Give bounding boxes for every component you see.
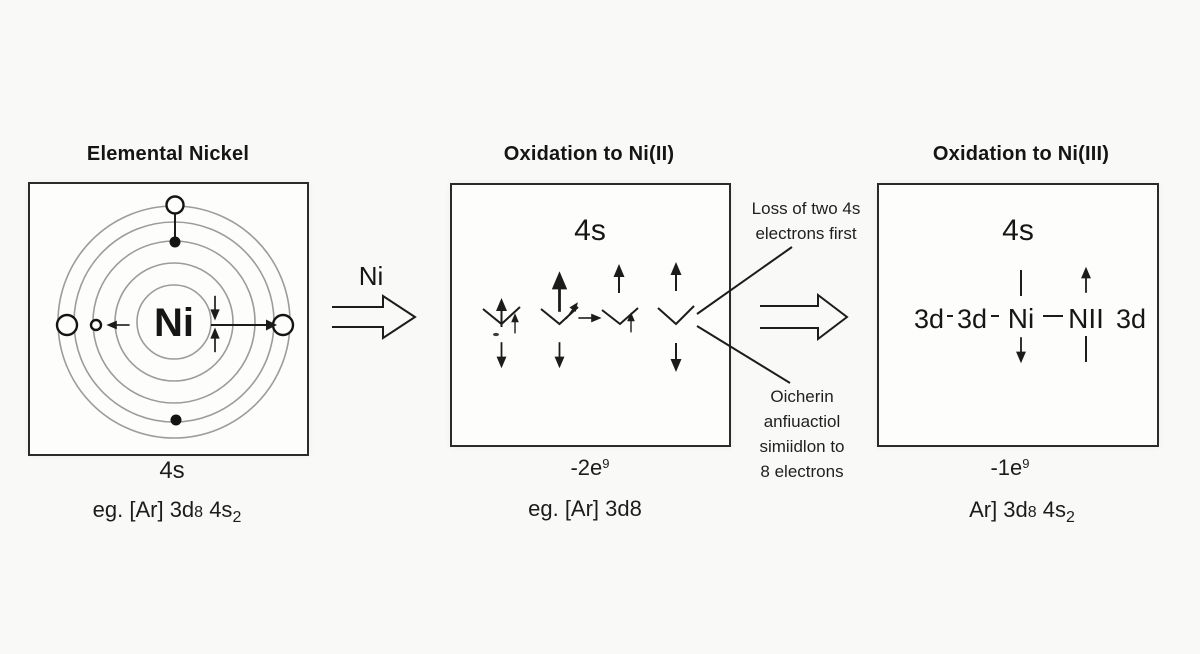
title-elemental-nickel: Elemental Nickel [86, 143, 250, 165]
caption-right-loss: -1e9 [900, 455, 1120, 481]
svg-text:3d: 3d [957, 304, 987, 334]
note-line: Oicherin [770, 387, 834, 406]
panel-oxidation-ni2: 4s [450, 183, 731, 447]
electron-bottom [170, 414, 182, 426]
config-sub: 8 [194, 504, 204, 521]
outside-3d-label: 3d [1116, 304, 1146, 334]
panel-elemental-nickel: Ni [28, 182, 309, 456]
caption-left-4s: 4s [159, 457, 185, 484]
note-loss-of-electrons: Loss of two 4s electrons first [751, 199, 861, 243]
orbital-box-3 [601, 263, 639, 334]
config-sub: 2 [232, 509, 242, 526]
config-sub: 2 [1066, 509, 1075, 526]
box-3d-1: 3d [914, 304, 944, 334]
panel-oxidation-ni3: 4s 3d 3d Ni NII [877, 183, 1159, 447]
spin-up-icon [209, 326, 221, 354]
loss-sup: 9 [1022, 456, 1030, 471]
open-arrow-right-icon-2 [760, 292, 849, 342]
note-line: simiidlon to [759, 437, 845, 456]
caption-left-config: eg. [Ar] 3d8 4s2 [57, 497, 277, 527]
transition-ni-label: Ni [358, 261, 384, 291]
bohr-model-icon: Ni [55, 195, 295, 439]
caption-middle-loss: -2e9 [480, 455, 700, 481]
caption-right-config: Ar] 3d8 4s2 [912, 497, 1132, 527]
svg-text:NII: NII [1068, 303, 1104, 334]
config-text: 4s [1036, 497, 1067, 522]
loss-text: -1e [990, 455, 1023, 480]
orbital-4s-label: 4s [1002, 214, 1034, 247]
open-arrow-right-icon-1 [332, 294, 417, 340]
box-3d-2: 3d [957, 304, 987, 334]
config-text: 4s [203, 497, 233, 522]
orbital-box-2 [540, 269, 582, 370]
nucleus-label: Ni [154, 301, 194, 345]
box-nii: NII [1068, 265, 1104, 362]
loss-text: -2e [570, 455, 603, 480]
orbital-diagram-ni2: 4s [482, 214, 695, 373]
electron-right-group [211, 313, 295, 337]
svg-text:3d: 3d [914, 304, 944, 334]
note-line: anfiuactiol [763, 412, 841, 431]
spin-down-icon [209, 294, 221, 322]
electron-top [165, 195, 185, 248]
loss-sup: 9 [602, 456, 610, 471]
note-line: 8 electrons [760, 462, 844, 481]
config-sub: 8 [1027, 504, 1037, 521]
arrow-right-small-icon [577, 312, 603, 324]
svg-text:Ni: Ni [1008, 303, 1034, 334]
title-oxidation-ni3: Oxidation to Ni(III) [932, 143, 1110, 165]
electron-left-group [55, 313, 131, 337]
orbital-diagram-ni3: 4s 3d 3d Ni NII [914, 214, 1146, 365]
orbital-box-1 [482, 297, 521, 370]
caption-middle-config: eg. [Ar] 3d8 [528, 496, 642, 521]
config-text: eg. [Ar] 3d [92, 497, 195, 522]
arrow-left-icon [105, 319, 131, 331]
note-garbled: Oicherin anfiuactiol simiidlon to 8 elec… [726, 384, 878, 484]
orbital-4s-label: 4s [574, 214, 606, 247]
orbital-box-4 [657, 261, 695, 373]
box-ni: Ni [1008, 270, 1034, 365]
config-text: Ar] 3d [969, 497, 1028, 522]
title-oxidation-ni2: Oxidation to Ni(II) [503, 143, 675, 165]
